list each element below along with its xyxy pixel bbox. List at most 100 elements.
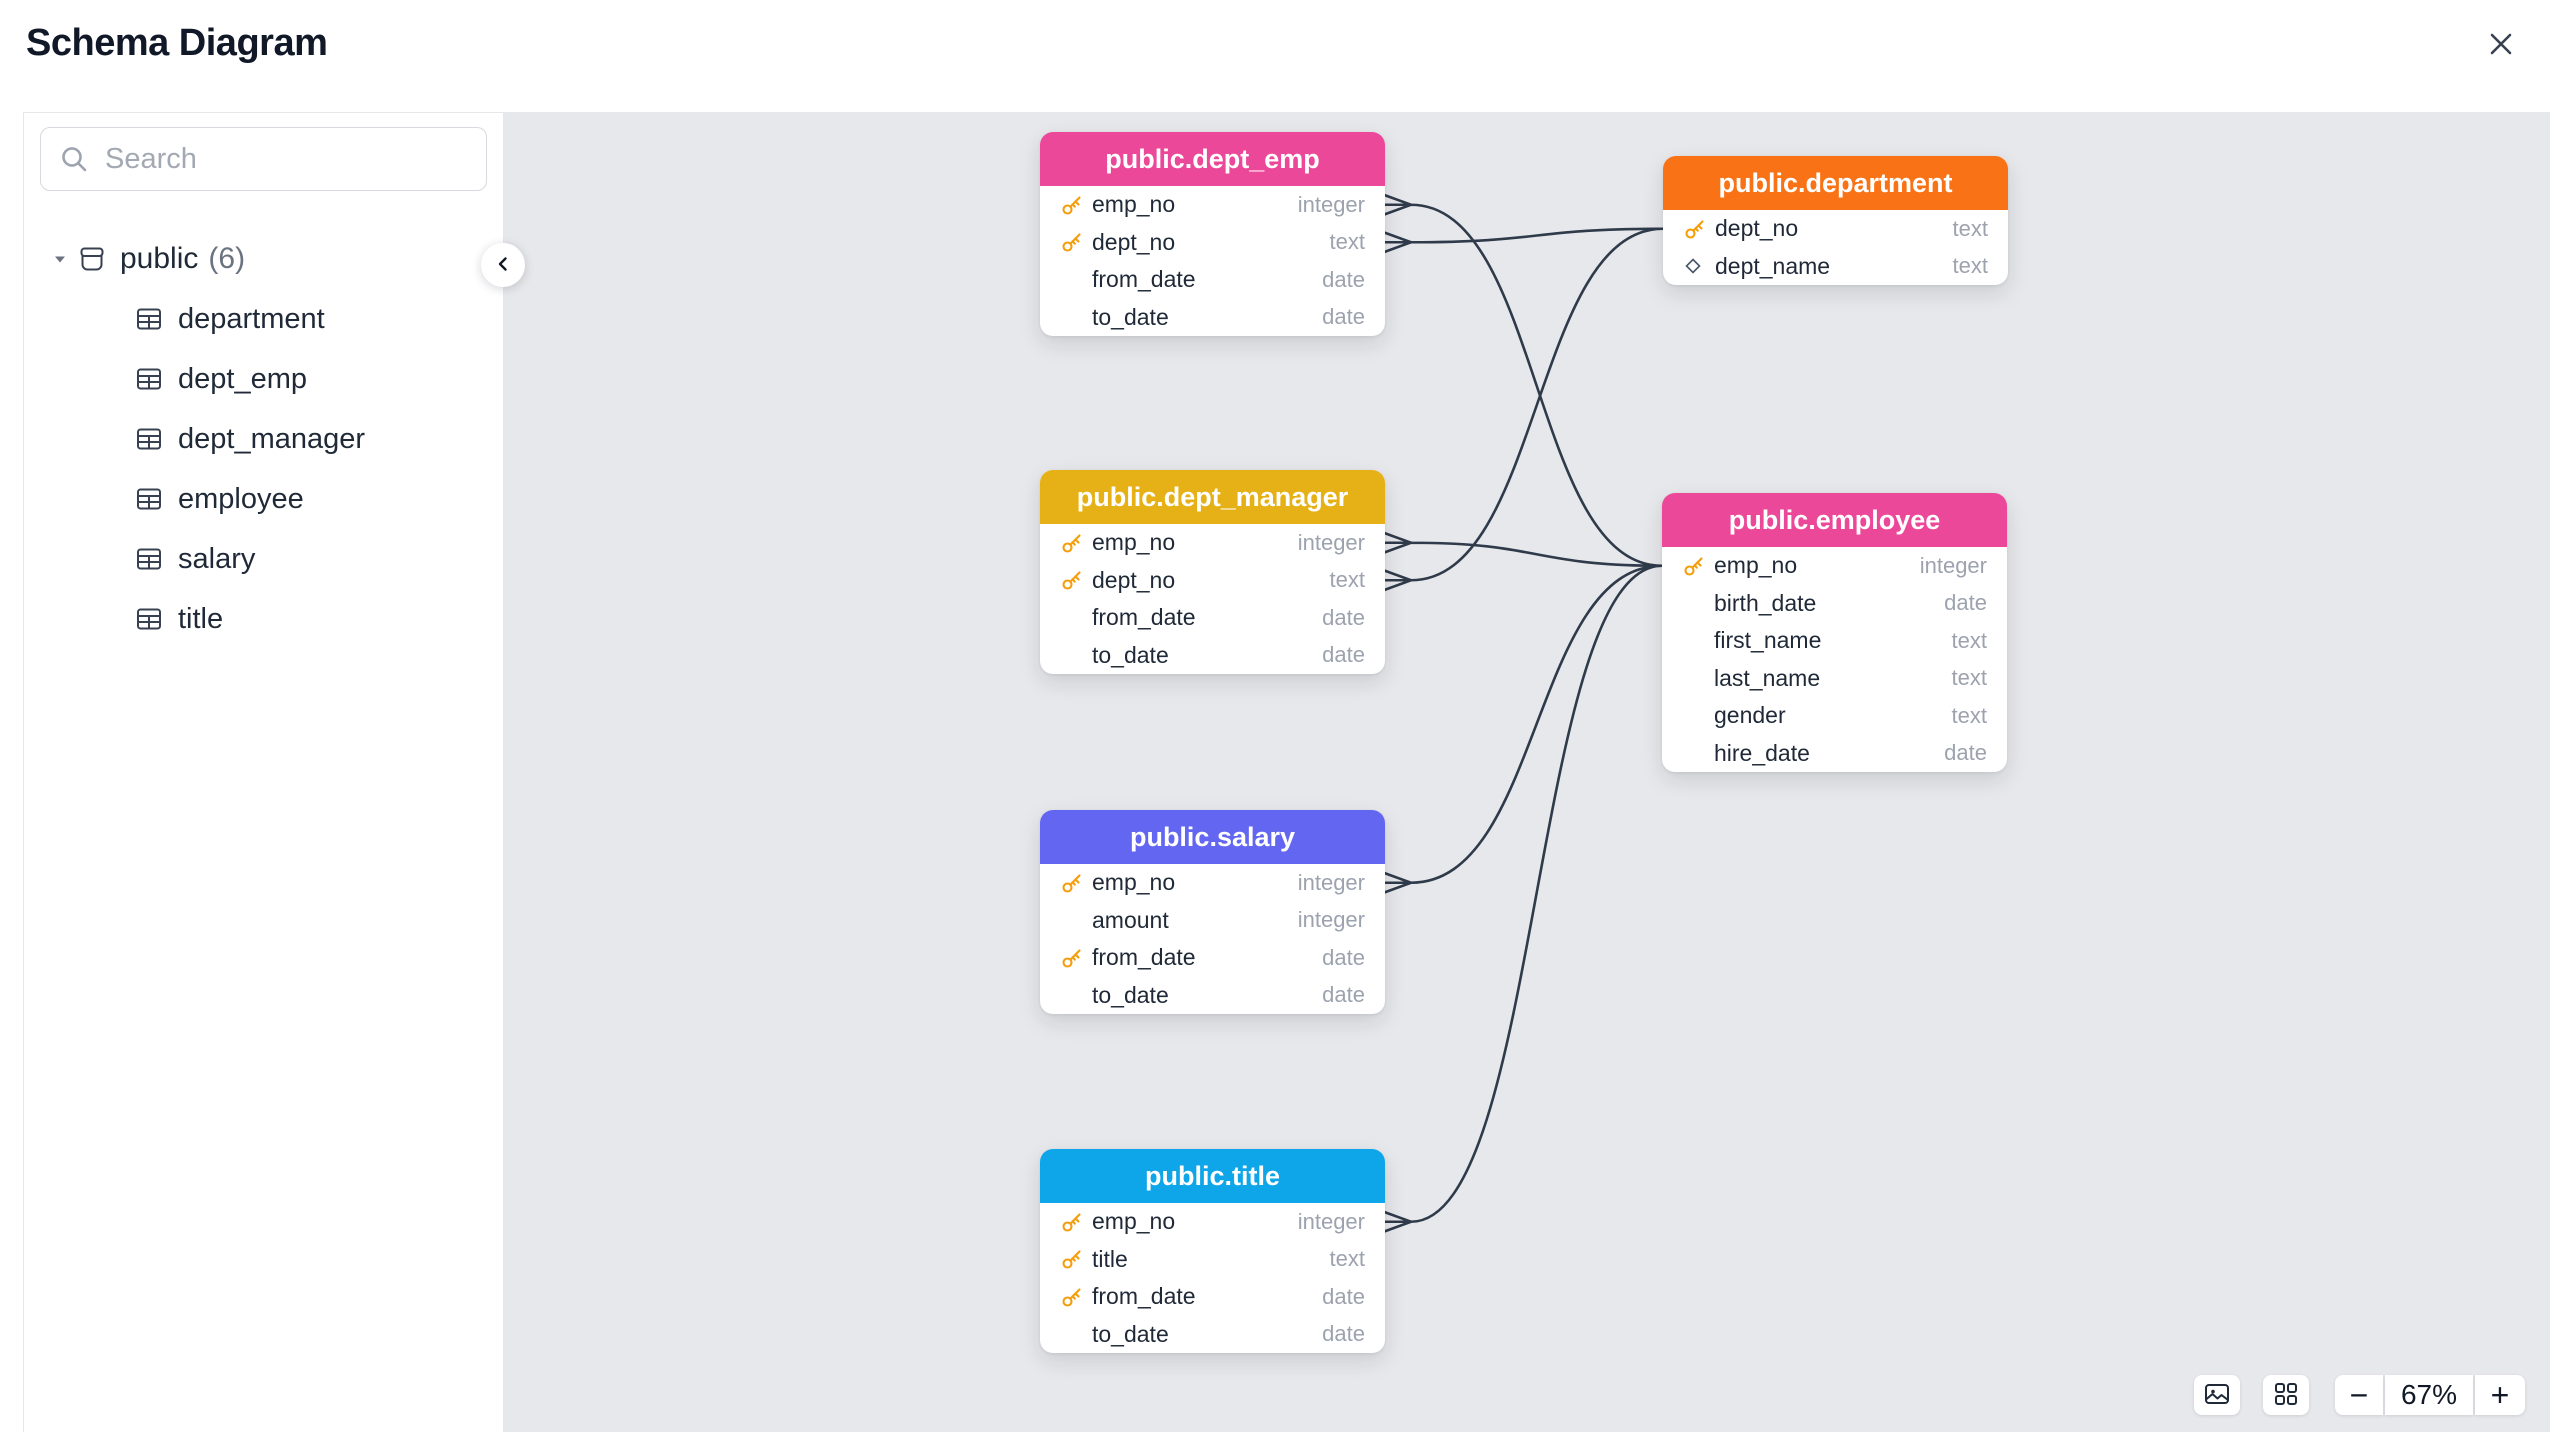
table-icon: [134, 304, 178, 334]
column-name: dept_no: [1092, 228, 1176, 255]
column-type: integer: [1297, 529, 1365, 555]
column-type: date: [1322, 982, 1365, 1008]
column-row-gender: gender text: [1662, 697, 2007, 735]
sidebar: public (6) department dept_emp dept_manage…: [23, 112, 504, 1432]
sidebar-item-public-schema[interactable]: public (6): [24, 229, 503, 289]
column-row-last_name: last_name text: [1662, 660, 2007, 698]
sidebar-item-dept_emp[interactable]: dept_emp: [24, 349, 503, 409]
zoom-out-button[interactable]: −: [2335, 1375, 2383, 1415]
sidebar-collapse-button[interactable]: [481, 243, 525, 287]
sidebar-item-department[interactable]: department: [24, 289, 503, 349]
search-input[interactable]: [40, 127, 487, 191]
close-button[interactable]: [2484, 28, 2518, 62]
column-name: to_date: [1092, 1320, 1169, 1347]
zoom-controls: − 67% +: [2335, 1375, 2525, 1415]
column-name: last_name: [1714, 664, 1821, 691]
column-name: gender: [1714, 702, 1786, 729]
table-icon: [134, 424, 178, 454]
column-type: text: [1329, 1246, 1365, 1272]
column-type: integer: [1297, 907, 1365, 933]
column-name: amount: [1092, 906, 1169, 933]
edge-dept_manager-department: [1383, 227, 1665, 592]
sidebar-item-salary[interactable]: salary: [24, 529, 503, 589]
column-name: title: [1092, 1245, 1128, 1272]
table-icon: [134, 484, 178, 514]
column-type: integer: [1297, 1208, 1365, 1234]
sidebar-item-label: employee: [178, 482, 304, 515]
table-node-title: public.title: [1040, 1149, 1385, 1203]
column-type: text: [1951, 702, 1987, 728]
search-icon: [58, 143, 90, 180]
sidebar-item-title[interactable]: title: [24, 589, 503, 649]
sidebar-item-label: salary: [178, 542, 256, 575]
column-row-emp_no: emp_no integer: [1662, 547, 2007, 585]
column-type: text: [1952, 253, 1988, 279]
schema-tree: public (6) department dept_emp dept_manage…: [24, 229, 503, 649]
canvas-toolbar: − 67% +: [2194, 1375, 2525, 1415]
image-icon: [2202, 1379, 2232, 1412]
edge-dept_emp-employee: [1383, 193, 1664, 568]
table-node-title: public.employee: [1662, 493, 2007, 547]
table-node-title: public.salary: [1040, 810, 1385, 864]
relationship-edges-layer: [1383, 193, 1665, 1233]
auto-layout-button[interactable]: [2263, 1375, 2309, 1415]
chevron-left-icon: [494, 255, 512, 276]
column-type: date: [1944, 740, 1987, 766]
column-row-from_date: from_date date: [1040, 261, 1385, 299]
zoom-level: 67%: [2385, 1375, 2473, 1415]
column-type: date: [1322, 266, 1365, 292]
column-row-emp_no: emp_no integer: [1040, 524, 1385, 562]
zoom-in-button[interactable]: +: [2475, 1375, 2525, 1415]
column-name: emp_no: [1092, 869, 1176, 896]
no-icon: [1682, 629, 1714, 653]
no-icon: [1682, 666, 1714, 690]
export-image-button[interactable]: [2194, 1375, 2240, 1415]
column-name: emp_no: [1092, 529, 1176, 556]
column-name: first_name: [1714, 627, 1822, 654]
sidebar-item-label: title: [178, 602, 224, 635]
primary-key-icon: [1060, 1247, 1092, 1271]
column-name: hire_date: [1714, 739, 1810, 766]
column-type: date: [1322, 304, 1365, 330]
column-name: to_date: [1092, 303, 1169, 330]
edge-dept_emp-department: [1383, 227, 1665, 254]
primary-key-icon: [1683, 217, 1715, 241]
sidebar-item-label: dept_emp: [178, 362, 307, 395]
column-type: date: [1322, 642, 1365, 668]
primary-key-icon: [1060, 193, 1092, 217]
column-name: from_date: [1092, 266, 1196, 293]
primary-key-icon: [1060, 871, 1092, 895]
table-icon: [134, 364, 178, 394]
table-node-title: public.dept_manager: [1040, 470, 1385, 524]
column-type: date: [1322, 604, 1365, 630]
column-type: date: [1322, 1321, 1365, 1347]
edge-dept_manager-employee: [1383, 531, 1664, 568]
column-name: emp_no: [1714, 552, 1798, 579]
column-type: text: [1951, 665, 1987, 691]
column-name: to_date: [1092, 981, 1169, 1008]
sidebar-item-dept_manager[interactable]: dept_manager: [24, 409, 503, 469]
column-name: emp_no: [1092, 1208, 1176, 1235]
column-name: dept_no: [1715, 215, 1799, 242]
column-row-from_date: from_date date: [1040, 599, 1385, 637]
column-type: text: [1329, 229, 1365, 255]
no-icon: [1682, 704, 1714, 728]
column-name: from_date: [1092, 604, 1196, 631]
column-type: integer: [1919, 552, 1987, 578]
column-name: dept_no: [1092, 566, 1176, 593]
sidebar-item-employee[interactable]: employee: [24, 469, 503, 529]
caret-down-icon[interactable]: [52, 251, 76, 267]
no-icon: [1060, 268, 1092, 292]
no-icon: [1060, 908, 1092, 932]
no-icon: [1060, 606, 1092, 630]
